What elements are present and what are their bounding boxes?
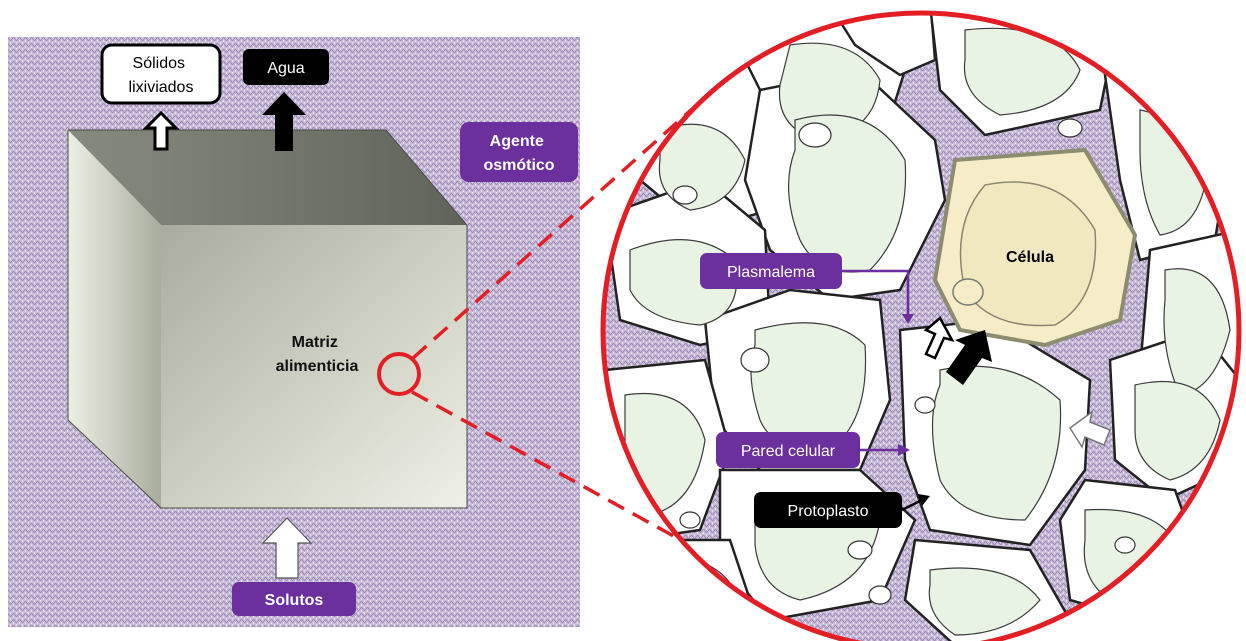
plasmalemma-label: Plasmalema — [700, 253, 842, 289]
plant-cell — [817, 13, 937, 77]
osmotic-agent-label: Agente osmótico — [460, 122, 578, 182]
water-efflux-arrow-icon — [946, 330, 992, 385]
solutes-arrow-icon — [261, 517, 313, 579]
svg-text:Plasmalema: Plasmalema — [727, 264, 815, 281]
svg-text:Protoplasto: Protoplasto — [788, 503, 869, 520]
svg-text:Sólidos lixiviados: Sólidos lixiviados — [129, 55, 194, 96]
svg-text:Pared celular: Pared celular — [741, 443, 836, 460]
zoom-region-marker — [377, 352, 421, 396]
magnifier-ring — [600, 10, 1242, 641]
cell-wall-label: Pared celular — [716, 432, 860, 468]
solids-efflux-arrow-icon — [923, 316, 955, 360]
protoplast-pointer — [901, 498, 923, 512]
leached-solids-arrow-icon — [142, 110, 180, 151]
svg-text:Agente osmótico: Agente osmótico — [483, 133, 554, 174]
food-matrix-cube — [67, 129, 468, 509]
tissue-magnification — [603, 13, 1239, 641]
svg-text:Agua: Agua — [267, 60, 304, 77]
cube-left-face — [68, 130, 161, 508]
highlighted-cell-protoplast — [959, 181, 1097, 327]
food-matrix-label: Matriz alimenticia — [276, 334, 359, 375]
water-arrow-icon — [262, 92, 306, 151]
cube-top-face — [68, 130, 467, 225]
protoplast-label: Protoplasto — [754, 492, 902, 528]
water-label: Agua — [243, 49, 329, 85]
cube-front-face — [161, 225, 467, 508]
svg-text:Solutos: Solutos — [265, 592, 324, 609]
solute-influx-arrow-icon — [1068, 410, 1111, 449]
leached-solids-label: Sólidos lixiviados — [100, 43, 222, 105]
solutes-label: Solutos — [232, 582, 356, 616]
zoom-line-top — [411, 100, 702, 360]
plasmalemma-pointer — [842, 269, 910, 316]
cell-label: Célula — [1006, 249, 1054, 266]
zoom-line-bottom — [411, 390, 689, 546]
